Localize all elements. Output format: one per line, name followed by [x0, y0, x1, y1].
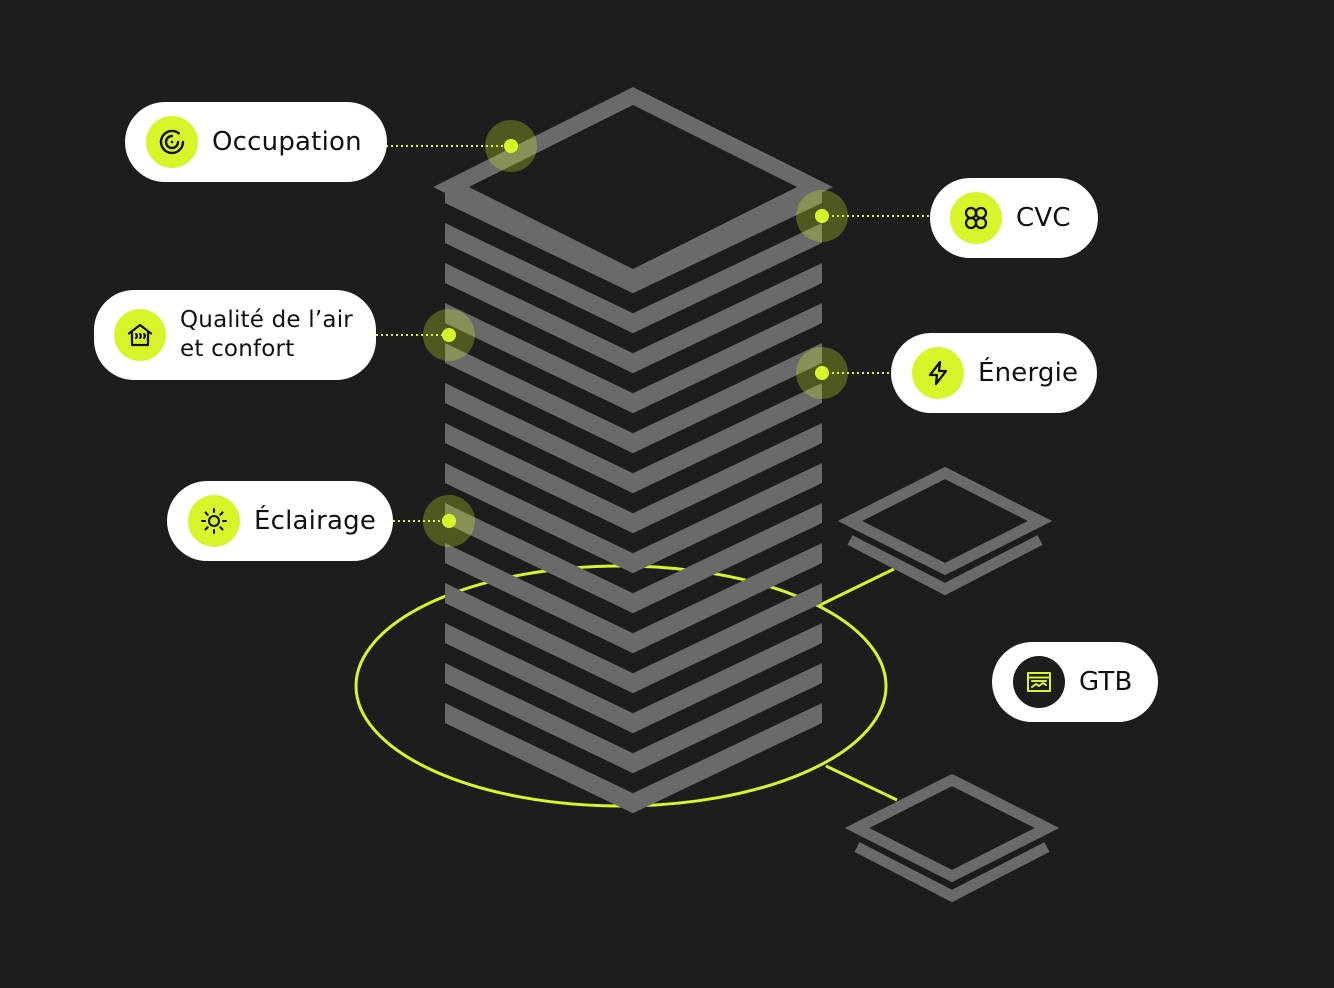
occupation-label: Occupation — [212, 126, 362, 157]
air-quality-sensor — [423, 309, 475, 361]
tower-floor-band — [445, 463, 822, 574]
sensor-points — [423, 120, 848, 547]
air-quality-pill: Qualité de l’air et confort — [94, 290, 376, 380]
lighting-sensor — [423, 495, 475, 547]
tower-floor-band — [445, 263, 822, 374]
tower-floor-band — [445, 303, 822, 414]
upper-device-stack — [837, 466, 1053, 596]
tower-floor-band — [445, 543, 822, 654]
air-quality-label: Qualité de l’air et confort — [180, 307, 353, 362]
tower-floor-band — [445, 623, 822, 734]
gtb-label: GTB — [1079, 666, 1133, 697]
sun-icon — [188, 495, 240, 547]
lower-device-stack — [844, 773, 1060, 903]
occupation-sensor — [485, 120, 537, 172]
cvc-pill: CVC — [930, 178, 1098, 258]
tower-roof — [433, 87, 833, 287]
tower-floor-band — [445, 183, 822, 294]
house-comfort-icon — [114, 309, 166, 361]
tower-floor-band — [445, 423, 822, 534]
lightning-bolt-icon — [912, 347, 964, 399]
tower-floor-band — [445, 383, 822, 494]
tower-floor-band — [445, 703, 822, 814]
cvc-four-circles-icon — [950, 192, 1002, 244]
tower-floor-band — [445, 223, 822, 334]
lower-stack-connector — [825, 764, 898, 802]
tower-floor-band — [445, 503, 822, 614]
tower-floor-band — [445, 583, 822, 694]
cvc-sensor — [796, 190, 848, 242]
lighting-pill: Éclairage — [167, 481, 393, 561]
energy-pill: Énergie — [891, 333, 1097, 413]
tower-floor-band — [445, 343, 822, 454]
gtb-pill: GTB — [992, 642, 1158, 722]
energy-label: Énergie — [978, 357, 1079, 388]
upper-stack-connector — [817, 567, 895, 608]
sensor-connectors — [376, 145, 930, 522]
tower-floors — [445, 183, 822, 814]
occupation-pill: Occupation — [125, 102, 387, 182]
lighting-label: Éclairage — [254, 505, 377, 536]
energy-sensor — [796, 347, 848, 399]
occupation-target-icon — [146, 116, 198, 168]
tower-floor-band — [445, 663, 822, 774]
cvc-label: CVC — [1016, 202, 1071, 233]
dashboard-screen-icon — [1013, 656, 1065, 708]
